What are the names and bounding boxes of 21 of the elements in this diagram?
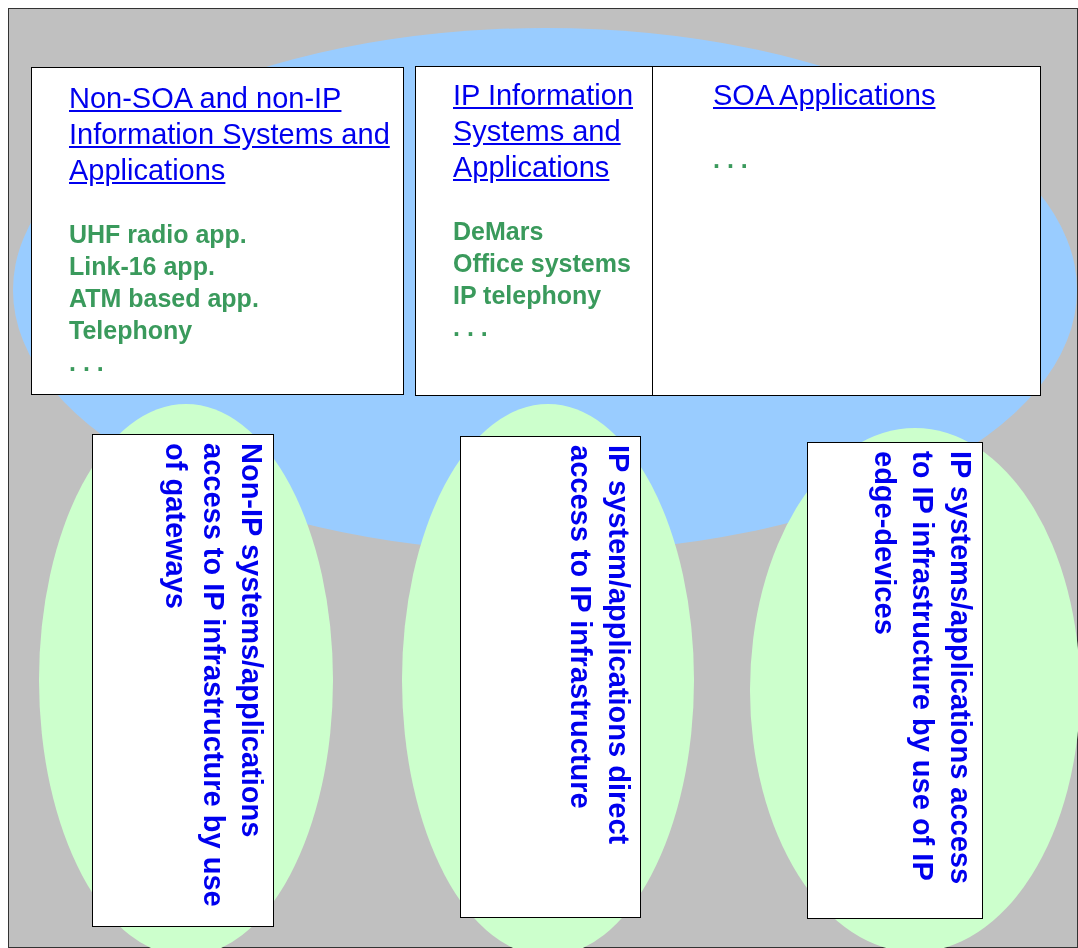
text-box bbox=[807, 442, 983, 919]
text-box bbox=[460, 436, 641, 918]
text-box bbox=[31, 67, 404, 395]
heading-link: SOA Applications bbox=[713, 78, 937, 113]
list-item: Link-16 app. bbox=[69, 251, 216, 282]
list-item: Office systems bbox=[453, 248, 632, 279]
list-item: ATM based app. bbox=[69, 283, 260, 314]
description-text: Non-IP systems/applications access to IP infrastructure by use of gateways bbox=[159, 443, 269, 909]
outer-box bbox=[415, 66, 1041, 396]
heading-link: Non-SOA and non-IP Information Systems and Applications bbox=[69, 81, 391, 188]
list-item: IP telephony bbox=[453, 280, 603, 311]
text-box bbox=[92, 434, 274, 927]
list-item: . . . bbox=[713, 144, 749, 175]
heading-link: IP Information Systems and Applications bbox=[453, 78, 634, 185]
list-item: . . . bbox=[69, 347, 105, 378]
description-text: IP system/applications direct access to IP infrastructure bbox=[564, 445, 636, 847]
list-item: Telephony bbox=[69, 315, 194, 346]
description-text: IP systems/applications access to IP infrastructure by use of IP edge-devices bbox=[868, 451, 978, 887]
list-item: UHF radio app. bbox=[69, 219, 248, 250]
list-item: DeMars bbox=[453, 216, 545, 247]
list-item: . . . bbox=[453, 312, 489, 343]
